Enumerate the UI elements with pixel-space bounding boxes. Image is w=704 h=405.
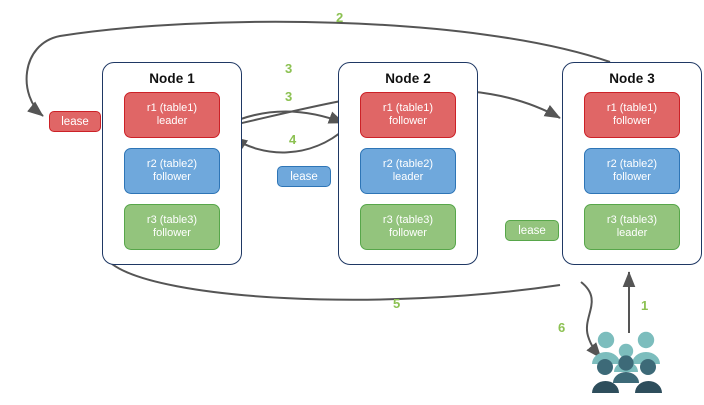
node-3-replica-r1-role: follower	[613, 115, 651, 127]
node-1-replica-r1-name: r1 (table1)	[146, 101, 198, 114]
people-front-bodies	[592, 381, 662, 393]
lease-badge-r3[interactable]: lease	[505, 220, 559, 241]
lease-badge-r1[interactable]: lease	[49, 111, 101, 132]
node-2-replica-r1[interactable]: r1 (table1) follower	[360, 92, 456, 138]
lease-badge-r3-label: lease	[518, 224, 546, 237]
node-1-replica-r2-role: follower	[153, 171, 191, 183]
node-2-replica-r3-name: r3 (table3)	[382, 213, 434, 226]
step-label-5-text: 5	[393, 296, 401, 311]
step-label-4: 4	[289, 133, 296, 146]
node-1-replica-r3-role: follower	[153, 227, 191, 239]
node-3-replica-r2-role: follower	[613, 171, 651, 183]
node-1-replica-r2-name: r2 (table2)	[146, 157, 198, 170]
node-3-replica-r1-name: r1 (table1)	[606, 101, 658, 114]
step-label-4-text: 4	[289, 132, 297, 147]
people-front-sides	[597, 359, 656, 375]
step-label-3-lower-text: 3	[285, 89, 293, 104]
step-label-6-text: 6	[558, 320, 566, 335]
node-1-replica-r3-name: r3 (table3)	[146, 213, 198, 226]
step-label-3-upper-text: 3	[285, 61, 293, 76]
node-3-title: Node 3	[609, 71, 655, 86]
lease-badge-r2-label: lease	[290, 170, 318, 183]
node-2-replica-r2[interactable]: r2 (table2) leader	[360, 148, 456, 194]
step-label-3-lower: 3	[285, 90, 292, 103]
step-label-2: 2	[336, 11, 343, 24]
node-2[interactable]: Node 2 r1 (table1) follower r2 (table2) …	[338, 62, 478, 265]
edge-step-3-to-node2	[223, 110, 345, 127]
lease-badge-r1-label: lease	[61, 115, 89, 128]
node-1-replica-r2[interactable]: r2 (table2) follower	[124, 148, 220, 194]
node-3-replica-r2-name: r2 (table2)	[606, 157, 658, 170]
node-3-replica-r3-name: r3 (table3)	[606, 213, 658, 226]
step-label-1: 1	[641, 299, 648, 312]
step-label-6: 6	[558, 321, 565, 334]
node-2-replica-r1-name: r1 (table1)	[382, 101, 434, 114]
node-1-replica-r1-role: leader	[156, 115, 188, 127]
step-label-2-text: 2	[336, 10, 344, 25]
node-2-replica-r1-role: follower	[389, 115, 427, 127]
people-front-center	[613, 355, 639, 383]
step-label-3-upper: 3	[285, 62, 292, 75]
node-3-replica-r1[interactable]: r1 (table1) follower	[584, 92, 680, 138]
node-1-replica-r1[interactable]: r1 (table1) leader	[124, 92, 220, 138]
edge-step-5	[111, 263, 561, 301]
step-label-5: 5	[393, 297, 400, 310]
node-2-replica-r2-name: r2 (table2)	[382, 157, 434, 170]
lease-badge-r2[interactable]: lease	[277, 166, 331, 187]
node-3-replica-r3-role: leader	[616, 227, 648, 239]
node-3[interactable]: Node 3 r1 (table1) follower r2 (table2) …	[562, 62, 702, 265]
node-1-replica-r3[interactable]: r3 (table3) follower	[124, 204, 220, 250]
node-1[interactable]: Node 1 r1 (table1) leader r2 (table2) fo…	[102, 62, 242, 265]
node-3-replica-r2[interactable]: r2 (table2) follower	[584, 148, 680, 194]
node-1-title: Node 1	[149, 71, 195, 86]
step-label-1-text: 1	[641, 298, 649, 313]
node-2-replica-r2-role: leader	[392, 171, 424, 183]
node-2-replica-r3-role: follower	[389, 227, 427, 239]
node-2-title: Node 2	[385, 71, 431, 86]
node-2-replica-r3[interactable]: r3 (table3) follower	[360, 204, 456, 250]
node-3-replica-r3[interactable]: r3 (table3) leader	[584, 204, 680, 250]
people-group-icon	[592, 331, 662, 393]
